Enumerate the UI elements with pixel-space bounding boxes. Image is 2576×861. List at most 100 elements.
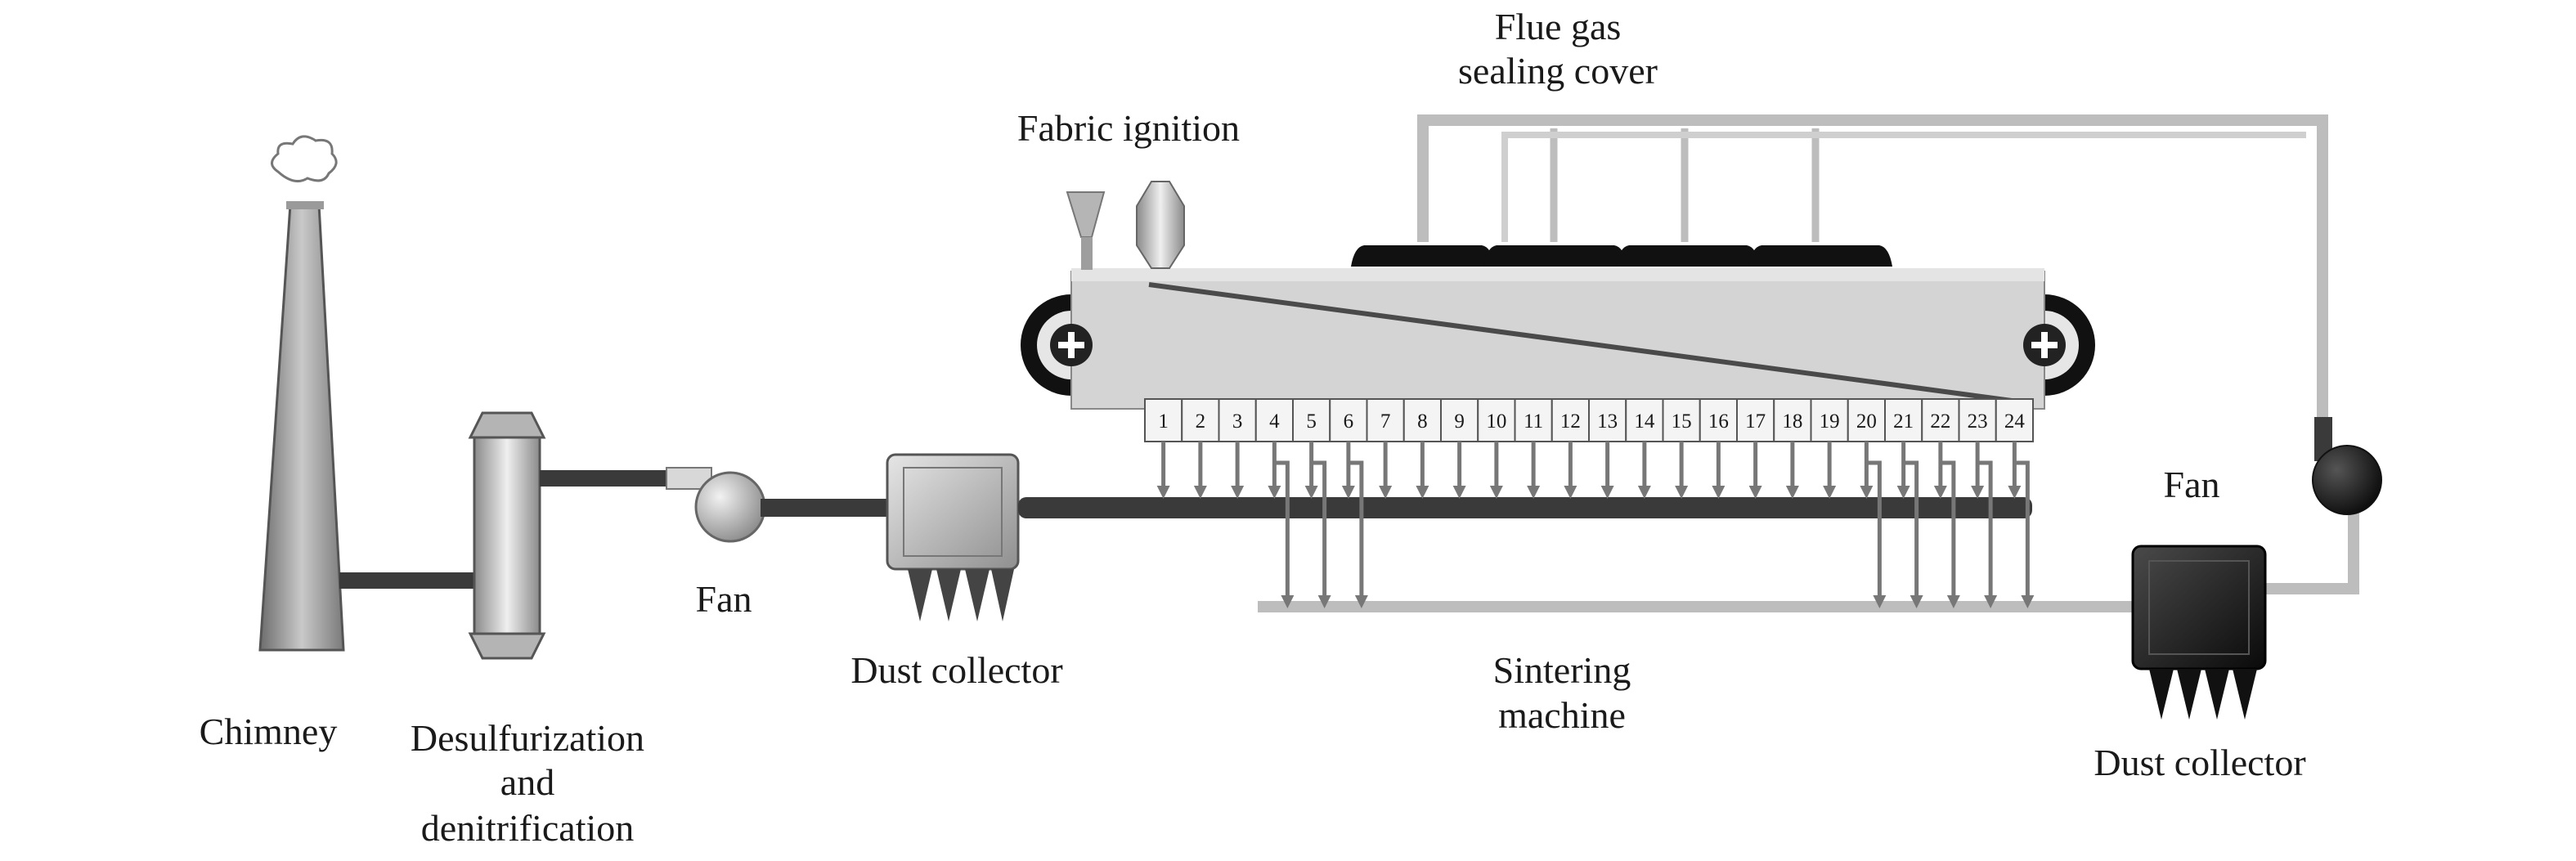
bellows-number: 2 <box>1196 410 1206 433</box>
bellows-number: 24 <box>2004 410 2026 433</box>
duct-fan-collector <box>761 499 891 517</box>
dust-collector-right <box>2131 545 2267 720</box>
arrow-down-icon <box>1860 486 1874 499</box>
recirculation-branch <box>2014 460 2030 601</box>
arrow-down-icon <box>1564 486 1577 499</box>
duct-chimney-tower <box>339 572 478 589</box>
label-dust-collector-right: Dust collector <box>2094 742 2305 783</box>
fabric-ignition-unit <box>1066 181 1185 270</box>
bellows-number: 17 <box>1745 410 1766 433</box>
main-flue-duct <box>1018 497 2032 518</box>
arrow-down-icon <box>1156 486 1170 499</box>
recirculation-branch <box>1903 460 1919 601</box>
bellows-box <box>1477 398 1516 442</box>
bellows-box <box>1625 398 1664 442</box>
bellows-number: 19 <box>1820 410 1840 433</box>
label-sintering: Sintering <box>1493 649 1631 691</box>
arrow-down-icon <box>1354 595 1368 608</box>
arrow-down-icon <box>1910 595 1923 608</box>
dust-collector-left <box>886 453 1020 621</box>
label-dust-collector-left: Dust collector <box>850 649 1062 691</box>
bellows-box <box>1144 398 1183 442</box>
bellows-number: 11 <box>1524 410 1543 433</box>
desulfurization-tower <box>468 411 546 660</box>
bellows-box <box>1995 398 2034 442</box>
bellows-box <box>1921 398 1960 442</box>
fan-left <box>694 471 766 543</box>
duct-tower-fan <box>540 470 675 487</box>
bellows-box <box>1366 398 1405 442</box>
bellows-number: 5 <box>1306 410 1317 433</box>
label-fan-left: Fan <box>696 578 752 620</box>
bellows-number: 13 <box>1597 410 1618 433</box>
bellows-number: 4 <box>1269 410 1280 433</box>
arrow-down-icon <box>1317 595 1331 608</box>
sealing-covers <box>1351 245 1892 267</box>
bellows-number: 14 <box>1634 410 1655 433</box>
bellows-number: 8 <box>1417 410 1428 433</box>
bellows-box <box>1292 398 1331 442</box>
tail-wheel-icon <box>2023 324 2066 366</box>
bellows-box <box>1218 398 1257 442</box>
arrow-down-icon <box>1823 486 1837 499</box>
bellows-box <box>1847 398 1886 442</box>
arrow-down-icon <box>1785 486 1799 499</box>
bellows-box <box>1662 398 1701 442</box>
bellows-number: 18 <box>1782 410 1802 433</box>
label-fan-right: Fan <box>2164 464 2220 505</box>
bellows-number: 22 <box>1930 410 1950 433</box>
arrow-down-icon <box>1748 486 1762 499</box>
recirculation-pipes <box>1258 114 2359 612</box>
bellows-number: 3 <box>1232 410 1243 433</box>
drive-wheel-icon <box>1050 324 1093 366</box>
bellows-branch-pipes <box>1156 442 2035 608</box>
arrow-down-icon <box>2008 486 2022 499</box>
arrow-down-icon <box>1675 486 1689 499</box>
label-and: and <box>500 761 554 803</box>
bellows-box <box>1440 398 1479 442</box>
label-machine: machine <box>1498 694 1626 736</box>
bellows-number: 16 <box>1708 410 1729 433</box>
arrow-down-icon <box>1712 486 1726 499</box>
label-fabric-ignition: Fabric ignition <box>1017 107 1240 149</box>
label-chimney: Chimney <box>200 711 338 752</box>
arrow-down-icon <box>1379 486 1393 499</box>
bellows-number: 10 <box>1486 410 1506 433</box>
bellows-number: 7 <box>1380 410 1391 433</box>
bellows-box <box>1699 398 1738 442</box>
arrow-down-icon <box>1637 486 1651 499</box>
arrow-down-icon <box>1600 486 1614 499</box>
arrow-down-icon <box>1193 486 1207 499</box>
arrow-down-icon <box>1946 595 1960 608</box>
smoke-icon <box>271 135 338 183</box>
bellows-number: 12 <box>1560 410 1581 433</box>
recirculation-branch <box>1866 460 1882 601</box>
arrow-down-icon <box>2021 595 2035 608</box>
arrow-down-icon <box>1416 486 1429 499</box>
arrow-down-icon <box>1971 486 1985 499</box>
sintering-machine <box>1021 268 2095 410</box>
bellows-number: 21 <box>1893 410 1914 433</box>
recirculation-branch <box>1940 460 1956 601</box>
bellows-number: 1 <box>1158 410 1169 433</box>
recirculation-branch <box>1348 460 1364 601</box>
bellows-number: 15 <box>1672 410 1692 433</box>
bellows-number: 20 <box>1856 410 1877 433</box>
fan-right <box>2312 417 2382 515</box>
bellows-number: 6 <box>1344 410 1354 433</box>
recirculation-branch <box>1274 460 1290 601</box>
bellows-number: 9 <box>1454 410 1465 433</box>
arrow-down-icon <box>1896 486 1910 499</box>
arrow-down-icon <box>1452 486 1466 499</box>
arrow-down-icon <box>1231 486 1245 499</box>
recirculation-branch <box>1311 460 1327 601</box>
arrow-down-icon <box>1341 486 1355 499</box>
bellows-number: 23 <box>1968 410 1988 433</box>
arrow-down-icon <box>1281 595 1295 608</box>
bellows-box <box>1551 398 1590 442</box>
bellows-box <box>1588 398 1627 442</box>
arrow-down-icon <box>1873 595 1887 608</box>
recirculation-branch <box>1977 460 1993 601</box>
